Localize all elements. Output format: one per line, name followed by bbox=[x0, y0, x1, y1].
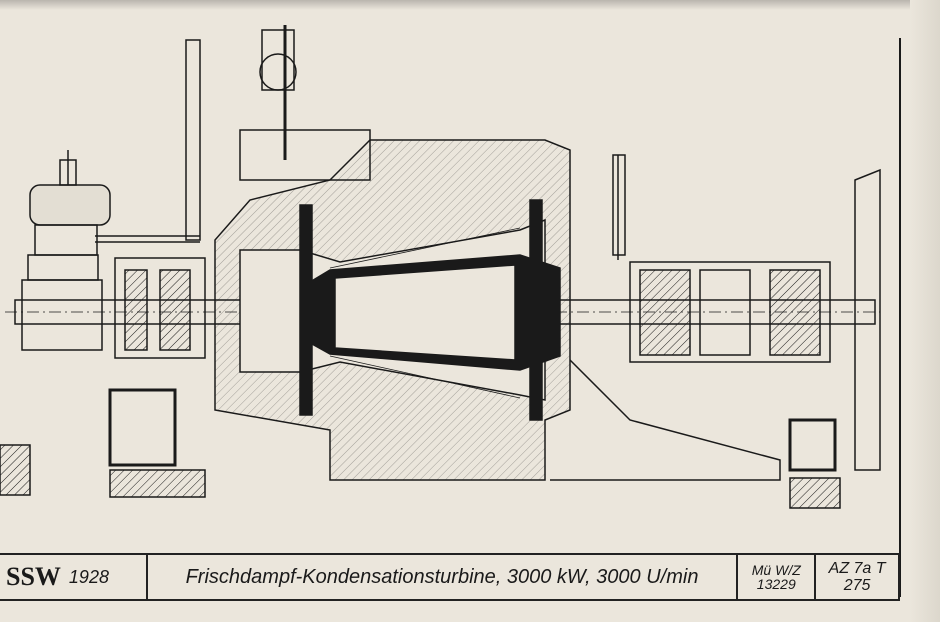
rear-bearings-coupling bbox=[629, 261, 831, 363]
reference-cell-1: Mü W/Z 13229 bbox=[738, 555, 817, 599]
reference-cell-2: AZ 7a T 275 bbox=[816, 555, 900, 599]
year-label: 1928 bbox=[68, 566, 109, 587]
foundation bbox=[0, 388, 841, 509]
front-bearing bbox=[114, 257, 206, 359]
page-shadow-right bbox=[910, 0, 940, 622]
title-block: SSW 1928 Frischdampf-Kondensationsturbin… bbox=[0, 553, 900, 601]
turbine-blades bbox=[329, 227, 521, 399]
reference-2-line-2: 275 bbox=[843, 577, 871, 594]
turbine-rotor bbox=[299, 199, 561, 421]
generator-end bbox=[854, 168, 881, 471]
steam-pipe bbox=[95, 39, 201, 243]
exhaust-housing bbox=[550, 154, 781, 481]
maker-label: SSW bbox=[6, 562, 61, 591]
maker-cell: SSW 1928 bbox=[0, 555, 148, 599]
reference-2-line-1: AZ 7a T bbox=[828, 560, 886, 577]
reference-1-line-1: Mü W/Z bbox=[751, 562, 801, 578]
reference-1-line-2: 13229 bbox=[756, 576, 796, 592]
page-shadow-top bbox=[0, 0, 940, 10]
steam-valve bbox=[239, 25, 371, 181]
drawing-title: Frischdampf-Kondensationsturbine, 3000 k… bbox=[185, 565, 699, 588]
governor-housing bbox=[21, 150, 111, 351]
drawing-title-cell: Frischdampf-Kondensationsturbine, 3000 k… bbox=[148, 555, 739, 599]
